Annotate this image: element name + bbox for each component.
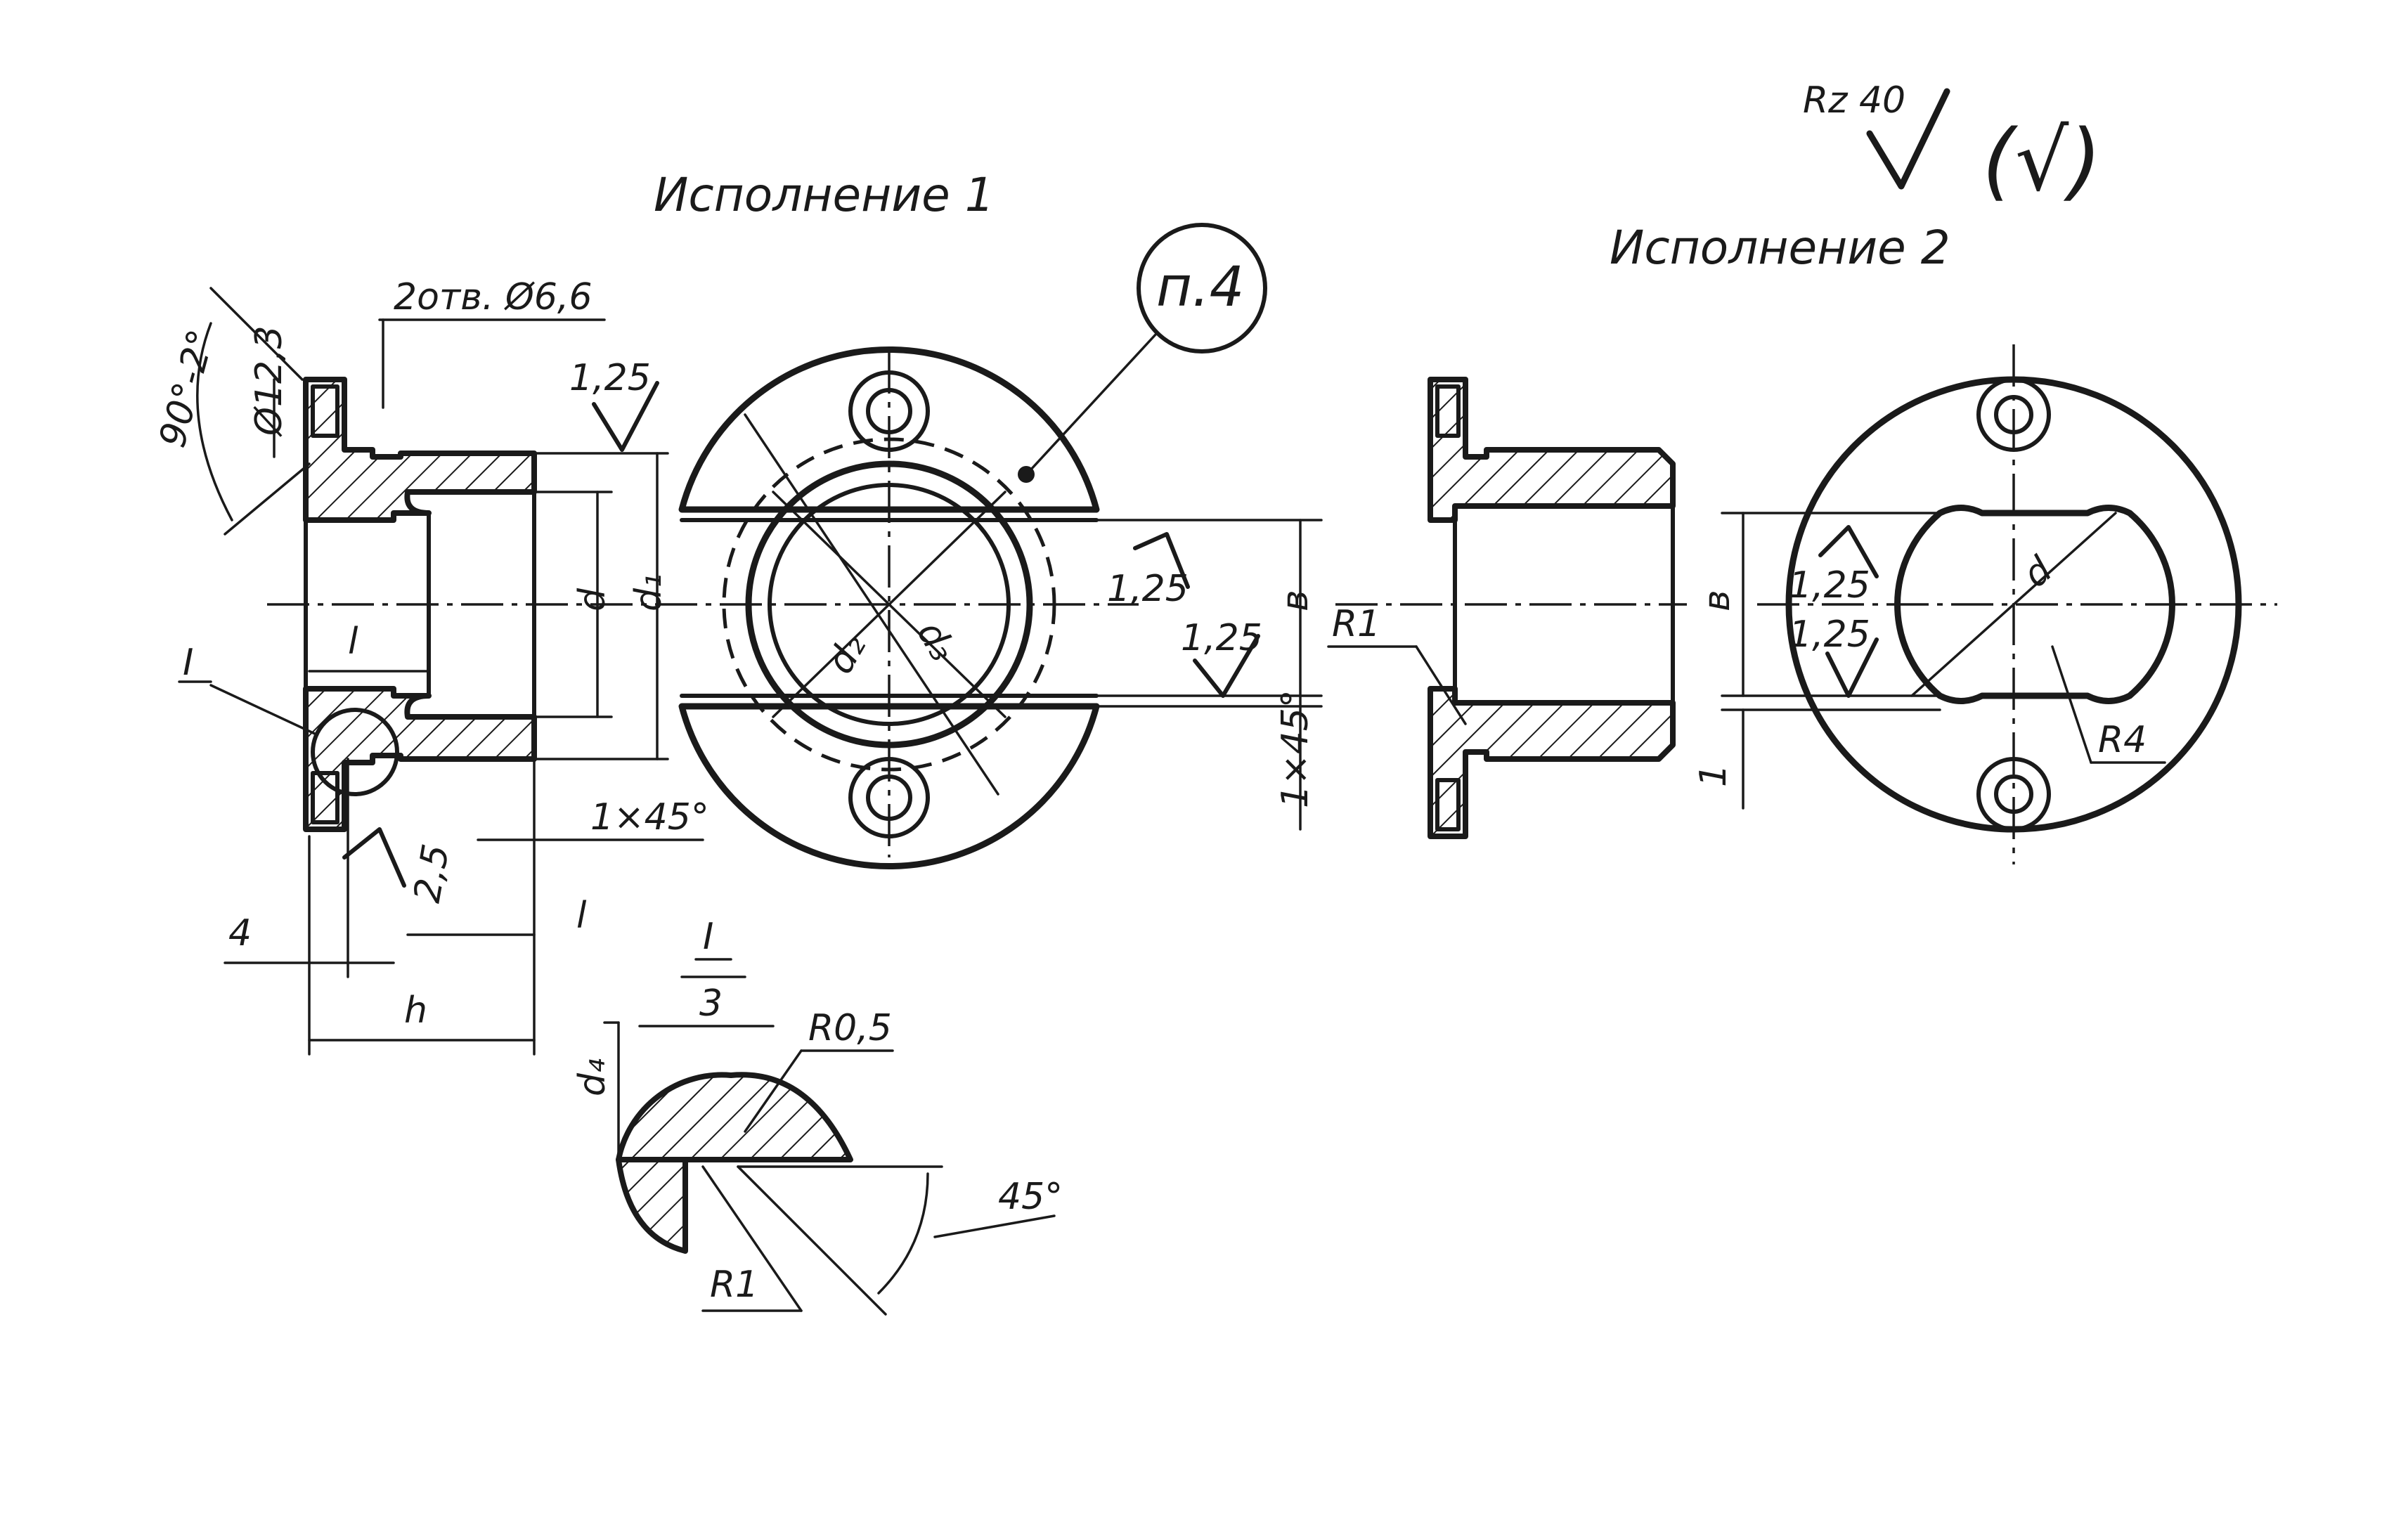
angle-ext-2 — [224, 462, 311, 536]
v2-keyed-bore — [1894, 505, 2175, 704]
v2-d-label: d — [2015, 548, 2061, 596]
r1-v2-leader — [1415, 645, 1467, 725]
l2-label: l — [576, 895, 587, 937]
d3-label: d₃ — [909, 614, 964, 668]
d-label: d — [571, 588, 614, 611]
b1-label: в — [1274, 590, 1316, 611]
roughness-2-5-icon — [342, 827, 406, 888]
roughness-2-label: 1,25 — [1107, 568, 1189, 610]
two-five-label: 2,5 — [406, 841, 458, 906]
r05-leader — [744, 1049, 803, 1133]
d4-label: d₄ — [571, 1058, 614, 1096]
detail-scale-label: 3 — [699, 983, 723, 1025]
v2-lower-hole — [1435, 778, 1461, 831]
roughness-4-icon — [1818, 525, 1879, 578]
h-label: h — [404, 990, 427, 1032]
one-label: 1 — [1692, 764, 1735, 787]
callout-dot — [1018, 466, 1035, 483]
r1-v2-label: R1 — [1332, 603, 1380, 645]
angle-45-ext-2 — [737, 1165, 887, 1316]
r4-label: R4 — [2098, 719, 2147, 761]
v2-upper-hole — [1435, 384, 1461, 438]
b2-label: в — [1696, 590, 1738, 611]
r05-label: R0,5 — [808, 1007, 892, 1049]
detail-lower-section — [616, 1157, 688, 1254]
variant2-lower-section — [1428, 686, 1676, 839]
roughness-symbol: Rz 40 (√) — [1803, 79, 2102, 210]
holes-label: 2отв. Ø6,6 — [394, 276, 593, 318]
detail-ref-leader — [209, 684, 318, 736]
variant1-section-view: I 90°-2° Ø12,3 2отв. Ø6,6 1,25 d d₁ l 1×… — [151, 276, 1139, 1056]
d2-label: d₂ — [819, 627, 874, 681]
roughness-1-label: 1,25 — [569, 357, 651, 399]
d1-label: d₁ — [628, 573, 670, 611]
detail-ref-label: I — [183, 642, 193, 684]
roughness-label: Rz 40 — [1803, 79, 1905, 122]
detail-view: I 3 d₄ R0,5 45° R1 — [571, 916, 1063, 1316]
r1-detail-leader — [701, 1165, 803, 1312]
roughness-general-mark: (√) — [1982, 112, 2102, 210]
d3-dim-line — [772, 491, 1006, 718]
roughness-4-label: 1,25 — [1789, 564, 1870, 607]
angle-45-label: 45° — [998, 1176, 1063, 1218]
roughness-5-label: 1,25 — [1789, 614, 1870, 656]
angle-label: 90°-2° — [151, 325, 223, 452]
callout-leader — [1028, 332, 1158, 472]
angle-45-leader — [933, 1214, 1056, 1238]
angle-arc — [196, 322, 233, 521]
variant1-lower-section — [303, 686, 537, 832]
four-label: 4 — [228, 912, 252, 954]
roughness-check-icon — [1866, 88, 1950, 190]
roughness-2-icon — [1133, 532, 1190, 589]
chamfer-1-label: 1×45° — [590, 796, 709, 838]
callout-item-label: п.4 — [1156, 256, 1244, 319]
r1-detail-label: R1 — [710, 1264, 758, 1306]
angle-45-arc — [877, 1172, 929, 1295]
l1-label: l — [348, 621, 358, 663]
title-variant-2: Исполнение 2 — [1610, 221, 1950, 275]
counterbore-label: Ø12,3 — [248, 325, 290, 437]
item-callout: п.4 — [1018, 223, 1267, 483]
flange-bottom-segment — [678, 703, 1100, 870]
chamfer-2-label: 1×45° — [1274, 689, 1316, 808]
angle-ext-1 — [209, 287, 304, 381]
variant2-section-view: R1 — [1327, 377, 1687, 839]
callout-circle — [1137, 223, 1267, 354]
variant1-front-view: d₂ d₃ 1,25 1,25 в 1×45° — [678, 346, 1323, 870]
detail-upper-section — [616, 1072, 853, 1162]
variant1-upper-section — [303, 377, 537, 523]
variant2-front-view: d 1,25 1,25 в 1 R4 — [1692, 344, 2277, 864]
variant2-upper-section — [1428, 377, 1676, 523]
roughness-1-icon — [592, 381, 659, 452]
detail-label: I — [703, 916, 713, 958]
upper-hole — [311, 384, 339, 438]
r4-leader — [2051, 645, 2092, 764]
flange-top-segment — [678, 346, 1100, 513]
detail-circle — [311, 708, 399, 796]
title-variant-1: Исполнение 1 — [654, 168, 995, 222]
v2-d-dim-line — [1910, 512, 2117, 697]
d3-outer-line — [744, 413, 999, 796]
lower-hole — [311, 771, 339, 824]
